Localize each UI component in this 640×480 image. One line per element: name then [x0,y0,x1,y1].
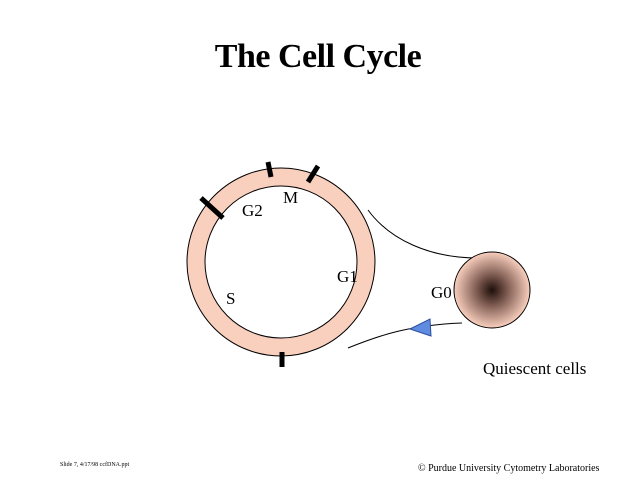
boundary-mark-m-g1 [305,164,321,184]
cell-cycle-ring [186,167,376,357]
slide-title: The Cell Cycle [214,38,422,75]
copyright-footer: © Purdue University Cytometry Laboratori… [418,463,600,474]
slide-info-footer: Slide 7, 4/17/98 ccfDNA.ppt [60,462,130,468]
ring-band [187,168,375,356]
phase-label-g0: G0 [431,283,452,302]
return-from-g0-line [347,322,463,349]
quiescent-cells-label: Quiescent cells [483,359,587,378]
boundary-mark-g2-m [265,161,274,178]
phase-boundary-marks [199,161,321,367]
boundary-mark-s-g2 [199,196,225,220]
phase-label-g2: G2 [242,201,263,220]
phase-label-m: M [283,188,299,207]
phase-label-s: S [226,289,236,308]
exit-to-g0-line [367,209,479,259]
phase-label-g1: G1 [337,267,358,286]
quiescent-cell [453,251,531,329]
return-arrow-head [408,318,432,337]
